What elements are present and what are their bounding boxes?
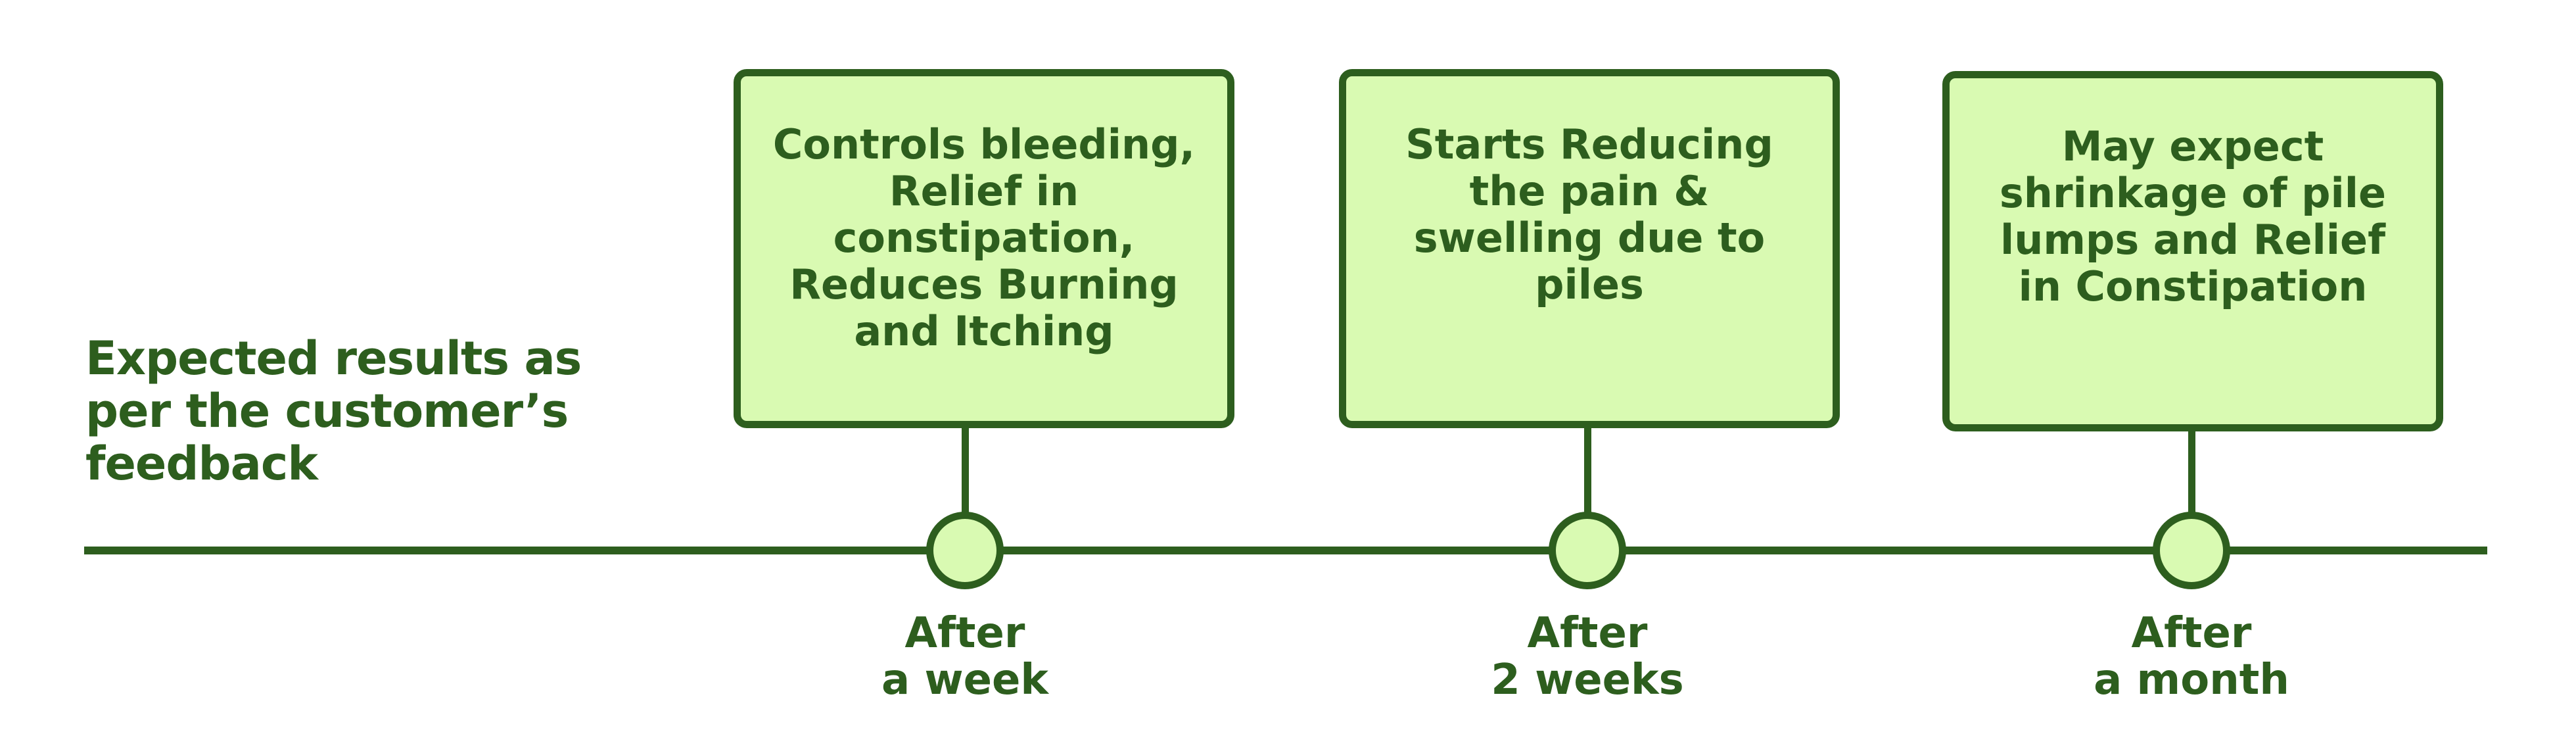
milestone-label-month: After a month (2027, 610, 2356, 704)
milestone-box-text: Starts Reducing the pain & swelling due … (1405, 120, 1773, 308)
milestone-connector (2188, 429, 2195, 516)
milestone-box-2-weeks: Starts Reducing the pain & swelling due … (1339, 69, 1840, 428)
milestone-node (2153, 512, 2230, 589)
milestone-box-text: May expect shrinkage of pile lumps and R… (1999, 122, 2387, 310)
milestone-box-text: Controls bleeding, Relief in constipatio… (772, 120, 1196, 355)
milestone-connector (962, 426, 969, 516)
milestone-label-line-2: a month (2094, 656, 2289, 704)
timeline-axis (84, 547, 2487, 554)
heading-line-2: per the customer’s (85, 384, 569, 438)
milestone-label-week: After a week (801, 610, 1129, 704)
heading-line-3: feedback (85, 437, 318, 491)
milestone-label-line-2: a week (881, 656, 1048, 704)
milestone-connector (1584, 426, 1591, 516)
milestone-label-2-weeks: After 2 weeks (1423, 610, 1752, 704)
milestone-label-line-1: After (1527, 609, 1648, 658)
milestone-label-line-2: 2 weeks (1491, 656, 1684, 704)
milestone-box-week: Controls bleeding, Relief in constipatio… (734, 69, 1234, 428)
milestone-label-line-1: After (2131, 609, 2252, 658)
heading-line-1: Expected results as (85, 331, 582, 385)
milestone-box-month: May expect shrinkage of pile lumps and R… (1942, 71, 2443, 431)
milestone-node (1549, 512, 1626, 589)
diagram-heading: Expected results as per the customer’s f… (85, 332, 624, 490)
milestone-label-line-1: After (904, 609, 1025, 658)
milestone-node (926, 512, 1004, 589)
